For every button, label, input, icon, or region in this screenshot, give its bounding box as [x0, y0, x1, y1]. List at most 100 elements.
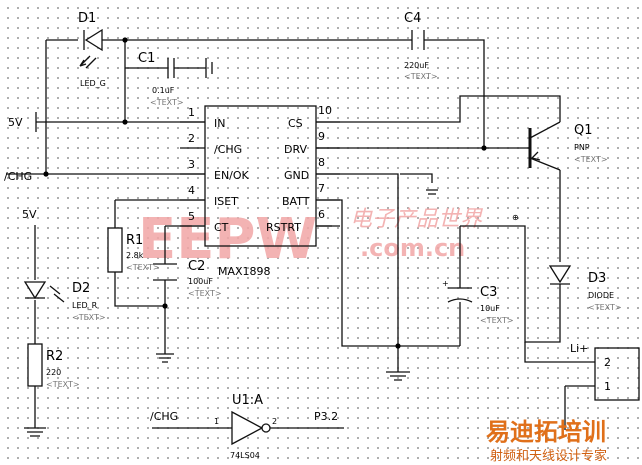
wire-segment — [114, 272, 165, 307]
d1-ref: D1 — [78, 11, 96, 26]
junction-dot — [43, 171, 49, 177]
inverter-triangle-icon — [231, 410, 264, 446]
c1-text: <TEXT> — [150, 98, 184, 107]
d1-value: LED_G — [80, 79, 106, 88]
ic-pin-name: /CHG — [214, 143, 242, 156]
wire-segment — [24, 427, 46, 437]
r2-value: 220 — [46, 368, 61, 377]
c3-ref: C3 — [480, 285, 497, 300]
ic-pin-name: CS — [288, 117, 303, 130]
capacitor-c1[interactable]: C1 0.1uF <TEXT> — [138, 51, 213, 107]
ic-pin-num: 9 — [318, 130, 325, 143]
r2-text: <TEXT> — [46, 380, 80, 389]
d2-value: LED_R — [72, 301, 98, 310]
connector-pin: 2 — [604, 356, 611, 369]
r1-text: <TEXT> — [126, 263, 160, 272]
diode-d3[interactable]: D3 DIODE <TEXT> — [548, 265, 622, 312]
wire-segment — [205, 58, 213, 78]
resistor-body — [27, 343, 43, 387]
junction-dot — [481, 145, 487, 151]
wire-segment — [79, 55, 91, 67]
probe-marker: ⊕ — [512, 213, 519, 222]
net-5v-top: 5V — [8, 116, 23, 129]
d2-ref: D2 — [72, 281, 90, 296]
q1-text: <TEXT> — [574, 155, 608, 164]
wires — [6, 39, 595, 437]
c3-value: 10uF — [480, 304, 500, 313]
wire-segment — [530, 151, 541, 161]
connector-title: Li+ — [570, 342, 588, 355]
c4-text: <TEXT> — [404, 72, 438, 81]
watermark-cn: 电子产品世界 — [350, 207, 484, 232]
c4-ref: C4 — [404, 11, 421, 26]
capacitor-c4[interactable]: C4 220uF <TEXT> — [404, 11, 438, 81]
ic-pin-num: 10 — [318, 104, 332, 117]
wire-segment — [524, 342, 595, 363]
wire-segment — [167, 58, 175, 78]
ic-pin-name: BATT — [282, 195, 310, 208]
wire-segment — [529, 121, 561, 139]
wire-segment — [316, 173, 399, 372]
ic-pin-num: 7 — [318, 182, 325, 195]
c3-text: <TEXT> — [480, 316, 514, 325]
ic-pin-name: ISET — [214, 195, 238, 208]
diode-triangle-icon — [84, 28, 103, 52]
wire-segment — [386, 371, 410, 381]
resistor-r1[interactable]: R1 2.8k <TEXT> — [107, 227, 160, 273]
watermark-dotcom: .com.cn — [360, 234, 465, 262]
junction-dot — [122, 37, 128, 43]
corner-watermark-main: 易迪拓培训 — [486, 418, 606, 446]
ic-pin-num: 8 — [318, 156, 325, 169]
connector-li[interactable]: Li+ 2 1 — [570, 342, 640, 401]
c3-polarity: + — [442, 279, 449, 288]
ic-pin-name: GND — [284, 169, 309, 182]
wire-segment — [153, 263, 177, 281]
wire-segment — [400, 173, 433, 183]
d3-value: DIODE — [588, 291, 614, 300]
ic-pin-num: 1 — [188, 106, 195, 119]
diode-triangle-icon — [548, 265, 572, 284]
c4-value: 220uF — [404, 61, 429, 70]
ic-pin-name: RSTRT — [266, 221, 301, 234]
r1-ref: R1 — [126, 233, 143, 248]
ic-pin-num: 4 — [188, 184, 195, 197]
junction-dot — [395, 343, 401, 349]
net-p32: P3.2 — [314, 410, 338, 423]
watermark-main: EEPW — [138, 207, 317, 272]
junction-dot — [122, 119, 128, 125]
corner-watermark-sub: 射频和天线设计专家 — [490, 448, 607, 464]
c2-ref: C2 — [188, 259, 205, 274]
resistor-r2[interactable]: R2 220 <TEXT> — [27, 343, 80, 389]
r1-value: 2.8k — [126, 251, 144, 260]
wire-segment — [426, 189, 438, 195]
wire-segment — [316, 121, 340, 227]
junction-dot — [162, 303, 168, 309]
inverter-u1a[interactable]: U1:A 74LS04 1 2 — [214, 393, 277, 460]
led-d2[interactable]: D2 LED_R <TEXT> — [23, 281, 106, 322]
wire-segment — [180, 121, 205, 227]
ic-pin-num: 2 — [188, 132, 195, 145]
ic-max1898[interactable]: 1 IN 2 /CHG 3 EN/OK 4 ISET 5 CT 10 CS 9 … — [180, 104, 340, 278]
d3-text: <TEXT> — [588, 303, 622, 312]
u1a-ref: U1:A — [232, 393, 263, 408]
q1-value: PNP — [574, 143, 590, 152]
corner-watermark: 易迪拓培训 射频和天线设计专家 — [486, 418, 607, 464]
capacitor-c2[interactable]: C2 100uF <TEXT> — [153, 259, 222, 298]
led-d1[interactable]: D1 LED_G — [78, 11, 106, 88]
wire-segment — [85, 57, 97, 69]
wire-segment — [447, 298, 473, 303]
capacitor-c3[interactable]: + C3 10uF <TEXT> — [442, 279, 514, 325]
q1-ref: Q1 — [574, 123, 593, 138]
net-labels: 5V /CHG 5V /CHG P3.2 ⊕ — [4, 112, 519, 423]
r2-ref: R2 — [46, 349, 63, 364]
ic-pin-num: 6 — [318, 208, 325, 221]
d3-ref: D3 — [588, 271, 606, 286]
ic-pin-name: DRV — [284, 143, 308, 156]
transistor-q1[interactable]: Q1 PNP <TEXT> — [528, 121, 608, 171]
d2-text: <TEXT> — [72, 313, 106, 322]
ic-pin-num: 3 — [188, 158, 195, 171]
wire-segment — [261, 423, 271, 433]
ic-pin-name: EN/OK — [214, 169, 250, 182]
